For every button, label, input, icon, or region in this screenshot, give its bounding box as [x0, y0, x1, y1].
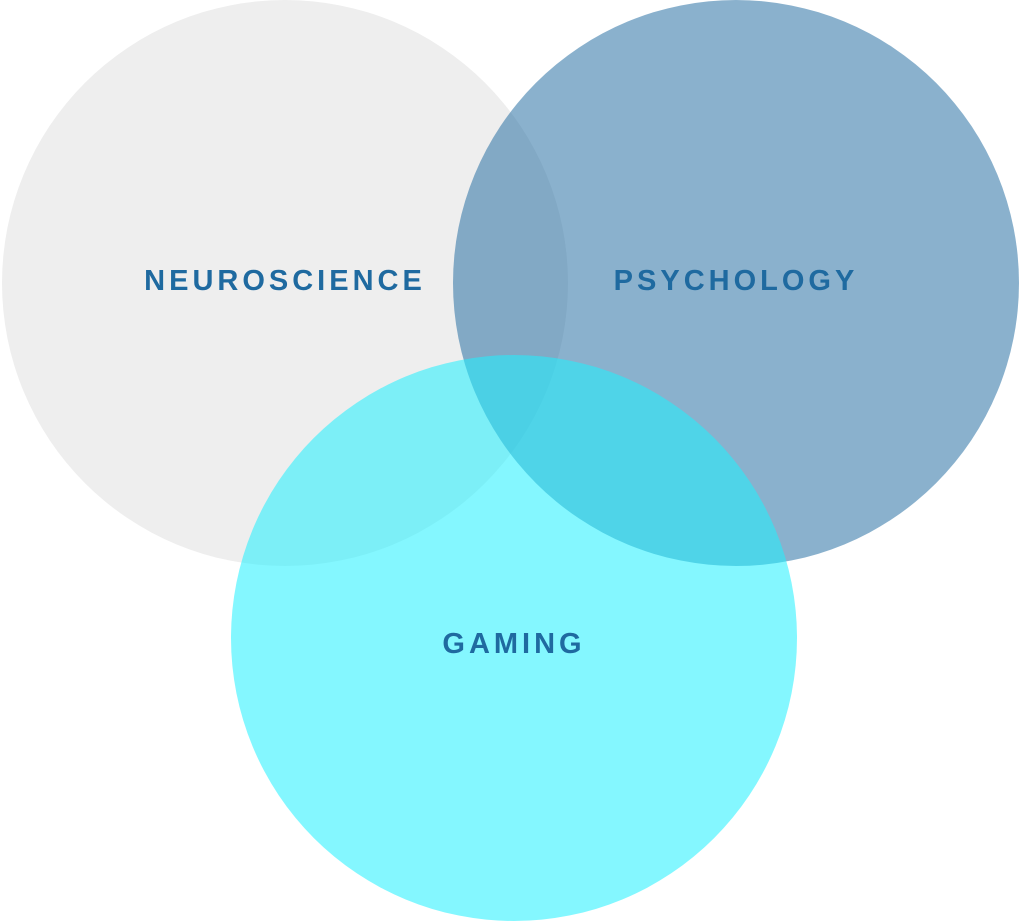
gaming-label: GAMING — [442, 628, 585, 660]
psychology-label: PSYCHOLOGY — [614, 265, 859, 297]
neuroscience-label: NEUROSCIENCE — [144, 265, 426, 297]
gaming-circle — [231, 355, 797, 921]
